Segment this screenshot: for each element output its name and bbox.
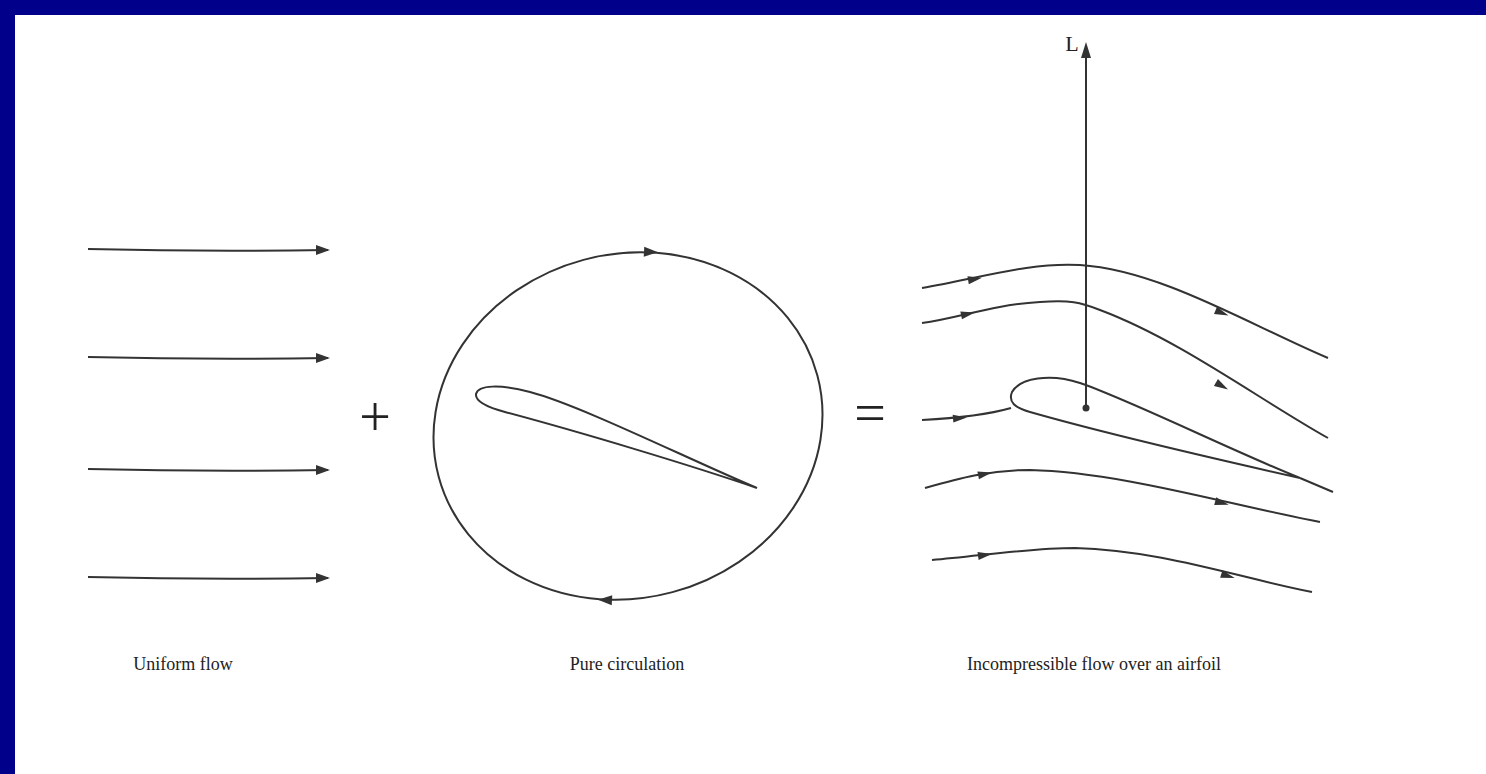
streamline (925, 470, 1320, 522)
caption: Pure circulation (570, 655, 684, 675)
arrowhead (1214, 307, 1230, 320)
streamline (88, 249, 328, 251)
arrowhead (316, 573, 330, 583)
arrowhead (1220, 570, 1236, 582)
arrowhead (1081, 42, 1091, 58)
streamline (88, 357, 328, 359)
center-of-pressure-dot (1083, 405, 1090, 412)
circulation-loop (394, 209, 862, 643)
arrowhead (1214, 379, 1230, 393)
airfoil (476, 387, 757, 488)
streamline (88, 577, 328, 579)
arrowhead (598, 595, 613, 606)
streamline (88, 469, 328, 471)
airfoil (1011, 378, 1300, 478)
streamline (1300, 478, 1333, 492)
plus-sign: + (359, 387, 391, 449)
arrowhead (316, 353, 330, 363)
caption: Uniform flow (133, 655, 232, 675)
arrowhead (978, 550, 993, 560)
uniform-flow-lines (88, 249, 328, 579)
streamline (922, 301, 1328, 438)
streamline (932, 548, 1312, 592)
caption: Incompressible flow over an airfoil (967, 655, 1221, 675)
arrowhead (953, 413, 968, 422)
arrowhead (960, 309, 975, 320)
airfoil-arrowheads (953, 42, 1236, 582)
arrowhead (316, 465, 330, 475)
streamline (922, 408, 1011, 420)
arrowhead (1214, 497, 1230, 508)
lift-arrow (1085, 56, 1087, 408)
force-label: L (1065, 32, 1078, 56)
airfoil-streamlines (922, 56, 1333, 592)
arrowhead (977, 469, 992, 480)
equals-sign: = (854, 383, 886, 445)
arrowhead (967, 274, 982, 284)
arrowhead (316, 245, 330, 255)
uniform-flow-arrowheads (316, 245, 330, 583)
arrowhead (644, 247, 659, 258)
slide-panel (15, 15, 1486, 774)
